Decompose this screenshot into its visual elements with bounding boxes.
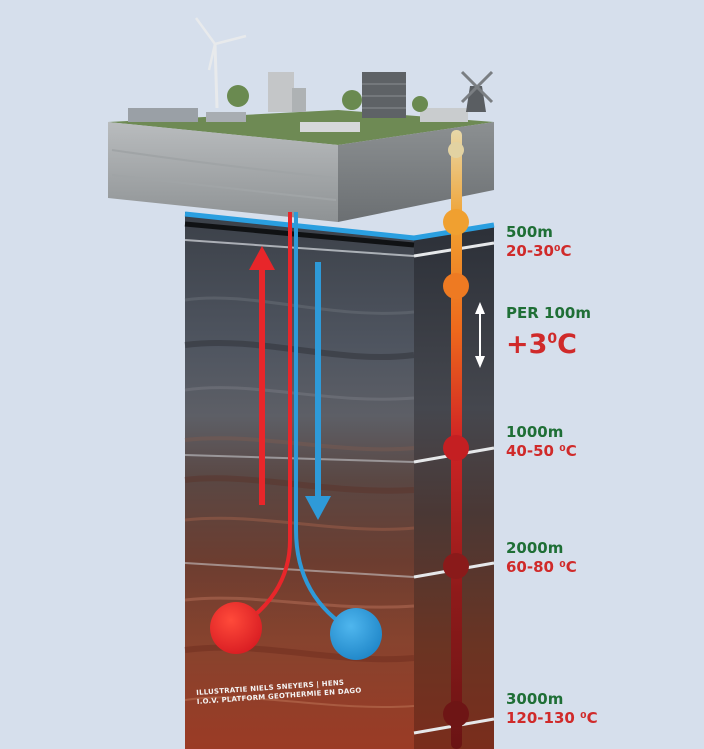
temperature-value: 40-50 ⁰C (506, 442, 577, 460)
surface-scenery (128, 72, 468, 132)
temperature-gauge (443, 130, 469, 749)
gradient-per: PER 100m (506, 304, 591, 322)
depth-label-1000m: 1000m 40-50 ⁰C (506, 423, 577, 461)
depth-value: 1000m (506, 423, 564, 441)
gauge-node-3000m (443, 701, 469, 727)
double-arrow-icon (475, 302, 485, 368)
temperature-value: 20-30⁰C (506, 242, 572, 260)
depth-value: 2000m (506, 539, 564, 557)
wind-turbine-icon (194, 17, 247, 109)
depth-value: 500m (506, 223, 553, 241)
temperature-value: 120-130 ⁰C (506, 709, 598, 727)
aquifer-line (184, 211, 495, 241)
cold-water-pipe (294, 212, 382, 660)
office-tower (362, 72, 406, 118)
cold-reservoir (330, 608, 382, 660)
temperature-value: 60-80 ⁰C (506, 558, 577, 576)
depth-label-2000m: 2000m 60-80 ⁰C (506, 539, 577, 577)
gradient-degree: 0 (547, 331, 558, 347)
gradient-unit: C (557, 329, 577, 360)
gauge-node-1000m (443, 435, 469, 461)
tree-icon (342, 90, 362, 110)
gradient-number: +3 (506, 329, 548, 360)
gradient-label: PER 100m +30C (506, 304, 591, 361)
hot-water-pipe (210, 212, 292, 654)
depth-value: 3000m (506, 690, 564, 708)
depth-label-3000m: 3000m 120-130 ⁰C (506, 690, 598, 728)
gauge-node-2000m (443, 553, 469, 579)
depth-label-500m: 500m 20-30⁰C (506, 223, 572, 261)
gradient-value: +30C (506, 323, 591, 361)
soil-column (184, 212, 415, 749)
gauge-node-500m (443, 209, 469, 235)
hot-reservoir (210, 602, 262, 654)
windmill-icon (460, 70, 494, 112)
tree-icon (227, 85, 249, 107)
building-icon (268, 72, 294, 112)
tree-icon (412, 96, 428, 112)
